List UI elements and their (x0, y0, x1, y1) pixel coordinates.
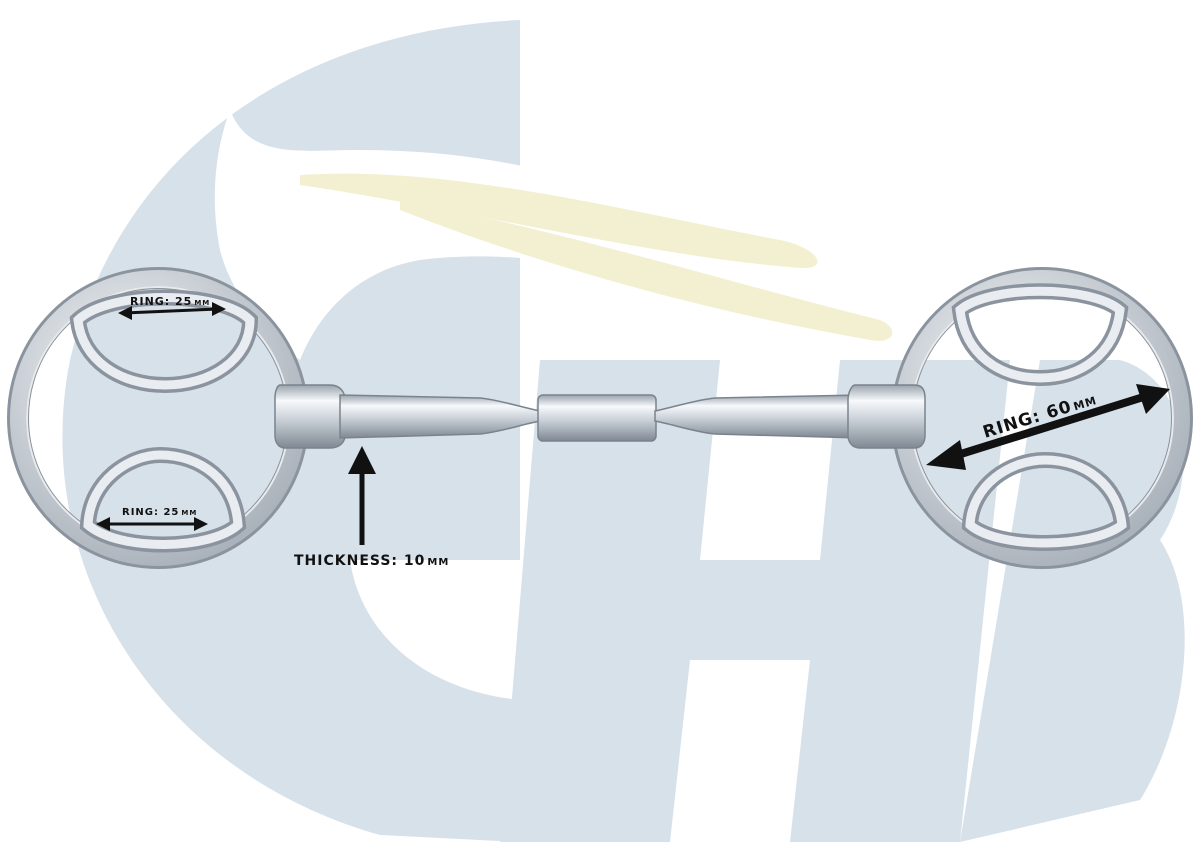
center-lozenge (537, 394, 657, 442)
watermark-letter-h (500, 360, 1010, 842)
left-cheek-block (274, 384, 346, 449)
watermark-mane-swoosh (300, 173, 818, 269)
watermark-mane-swoosh-2 (400, 200, 893, 341)
left-ring (7, 267, 309, 569)
watermark-letter-b (960, 360, 1185, 842)
watermark-horse-head (214, 110, 708, 360)
mouthpiece (274, 384, 926, 449)
right-cheek-block (847, 384, 926, 449)
